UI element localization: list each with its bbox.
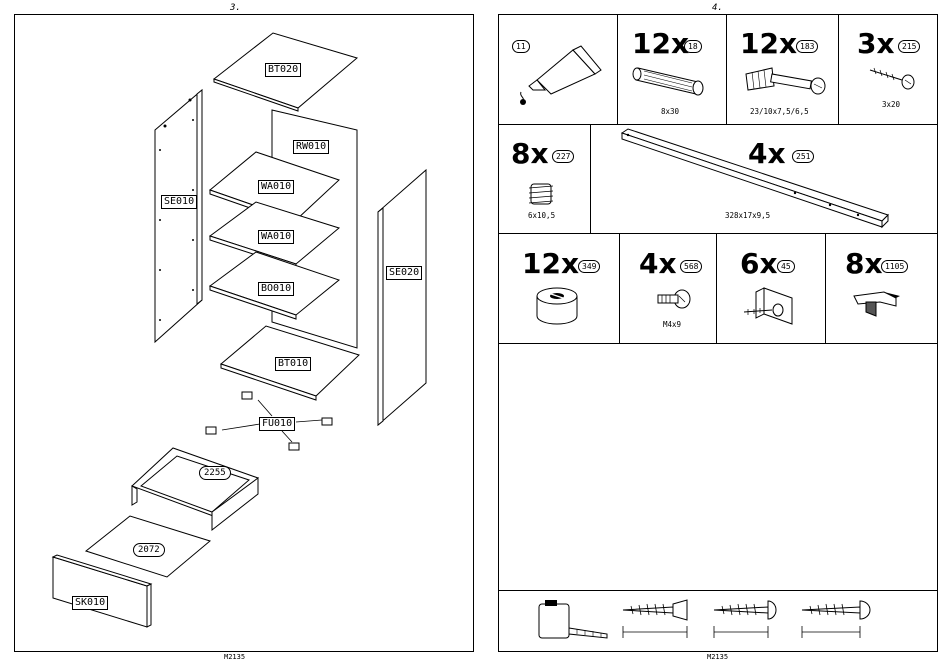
bracket-icon bbox=[742, 284, 802, 330]
qty-12x-dowel: 12x bbox=[632, 29, 689, 59]
grid-line bbox=[619, 233, 620, 343]
cam-lock-icon bbox=[531, 284, 581, 328]
part-label-rw010: RW010 bbox=[293, 140, 329, 154]
part-label-fu010: FU010 bbox=[259, 417, 295, 431]
grid-line bbox=[498, 590, 937, 591]
part-label-bt010: BT010 bbox=[275, 357, 311, 371]
dim-23-10x7-5-6-5: 23/10x7,5/6,5 bbox=[750, 107, 809, 116]
part-label-sk010: SK010 bbox=[72, 596, 108, 610]
dim-328x17x9-5: 328x17x9,5 bbox=[725, 211, 770, 220]
part-label-bo010: BO010 bbox=[258, 282, 294, 296]
part-id-349: 349 bbox=[578, 260, 600, 273]
grid-line bbox=[825, 233, 826, 343]
dim-m4x9: M4x9 bbox=[663, 320, 681, 329]
grid-line bbox=[838, 14, 839, 124]
glue-bottle-icon bbox=[515, 44, 605, 114]
part-id-568: 568 bbox=[680, 260, 702, 273]
right-page-number: 4. bbox=[712, 3, 723, 13]
grid-line bbox=[716, 233, 717, 343]
grid-line bbox=[498, 124, 937, 125]
dim-3x20: 3x20 bbox=[882, 100, 900, 109]
part-id-183: 183 bbox=[796, 40, 818, 53]
qty-12x-cam: 12x bbox=[522, 249, 579, 279]
part-label-2072: 2072 bbox=[133, 543, 165, 557]
dim-8x30: 8x30 bbox=[661, 107, 679, 116]
part-id-45: 45 bbox=[777, 260, 795, 273]
part-id-1105: 1105 bbox=[881, 260, 908, 273]
grid-line bbox=[498, 233, 937, 234]
qty-8x-insert: 8x bbox=[511, 139, 549, 169]
grid-line bbox=[498, 343, 937, 344]
part-label-bt020: BT020 bbox=[265, 63, 301, 77]
qty-4x-screw-m4: 4x bbox=[639, 249, 677, 279]
part-label-se020: SE020 bbox=[386, 266, 422, 280]
part-label-2255: 2255 bbox=[199, 466, 231, 480]
connector-bolt-icon bbox=[742, 60, 832, 98]
grid-line bbox=[590, 124, 591, 233]
part-label-wa010-bottom: WA010 bbox=[258, 230, 294, 244]
qty-6x-bracket: 6x bbox=[740, 249, 778, 279]
right-page-footer: M2135 bbox=[707, 653, 728, 661]
qty-12x-bolt: 12x bbox=[740, 29, 797, 59]
grid-line bbox=[726, 14, 727, 124]
part-id-18: 18 bbox=[684, 40, 702, 53]
part-id-215: 215 bbox=[898, 40, 920, 53]
round-head-screw-icon bbox=[712, 598, 784, 642]
threaded-insert-icon bbox=[525, 180, 559, 210]
part-label-wa010-top: WA010 bbox=[258, 180, 294, 194]
countersunk-screw-icon bbox=[621, 598, 693, 642]
qty-3x-screw: 3x bbox=[857, 29, 895, 59]
screw-3x20-icon bbox=[868, 64, 918, 94]
part-label-se010: SE010 bbox=[161, 195, 197, 209]
shelf-pin-icon bbox=[850, 286, 910, 320]
grid-line bbox=[617, 14, 618, 124]
pan-head-screw-icon bbox=[800, 598, 880, 642]
tape-measure-icon bbox=[537, 598, 609, 644]
part-id-227: 227 bbox=[552, 150, 574, 163]
dowel-icon bbox=[634, 60, 714, 94]
screw-m4-icon bbox=[654, 288, 694, 310]
dim-6x10-5: 6x10,5 bbox=[528, 211, 555, 220]
qty-8x-shelf-pin: 8x bbox=[845, 249, 883, 279]
